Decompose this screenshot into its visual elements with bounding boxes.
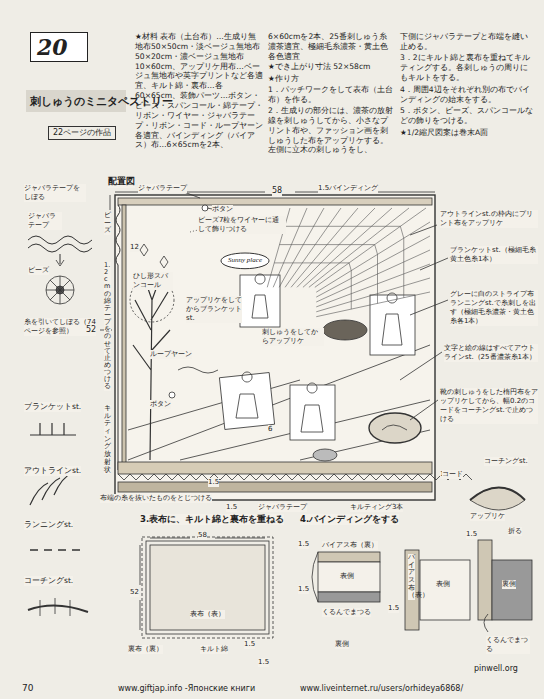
annotation: ボタン — [212, 205, 233, 214]
annotation: ランニングst. — [24, 520, 73, 530]
annotation: コーチングst. — [24, 576, 73, 586]
annotation: キルト綿 — [200, 645, 228, 654]
annotation: 58 — [198, 531, 207, 540]
annotation: ビーズ — [104, 212, 111, 235]
annotation: 裏側 — [502, 580, 516, 589]
annotation: 1.5バインディング — [318, 184, 378, 193]
annotation: 1.2cmの綿テープをのせて止めつける — [104, 262, 111, 391]
annotation: 1.5 — [226, 503, 237, 512]
annotation: コード — [442, 470, 463, 479]
page-footer: pinwell.org — [474, 664, 518, 674]
annotation: ビーズ — [28, 266, 49, 275]
annotation: キルティング3本 — [350, 503, 403, 512]
label-oval: Sunny place — [220, 252, 270, 270]
materials-text: ★材料 表布（土台布）…生成り無地布50×50cm・淡ベージュ無地布50×20c… — [135, 32, 263, 150]
step-text: 4．周囲4辺をそれぞれ別の布でバインディングの始末をする。 — [400, 85, 535, 105]
annotation: ジャバラテープ — [258, 503, 307, 512]
annotation: ジャバラテープ — [138, 184, 187, 193]
annotation: ボタン — [150, 400, 171, 409]
annotation: くるんでまつる — [322, 608, 371, 617]
annotation: 1.5 — [244, 640, 255, 649]
page-footer: www.liveinternet.ru/users/orhideya6868/ — [300, 684, 463, 694]
annotation: 1.5 — [208, 478, 219, 487]
node-text: Sunny place — [228, 257, 262, 265]
annotation: アップリケ — [470, 512, 505, 521]
annotation: 1.5 — [298, 540, 309, 549]
step-text: 下側にジャバラテープと布端を縫い止める。 — [400, 32, 535, 52]
annotation: ジャバラテープをしぼる — [24, 184, 86, 202]
annotation: バイアス布（表） — [408, 554, 415, 600]
annotation: 表側 — [436, 580, 450, 589]
annotation: ひし形スパンコール — [133, 272, 173, 290]
annotation: 布端の糸を抜いたものをとじつける — [100, 494, 212, 503]
step-text: 1．パッチワークをして表布（土台布）を作る。 — [268, 85, 393, 105]
page-footer: www.giftjap.info -Японские книги — [118, 684, 255, 694]
page-footer: 70 — [22, 683, 33, 695]
annotation: 裏布（裏） — [128, 645, 163, 654]
node-text: 20 — [37, 35, 81, 59]
page-footer: 22ページの作品 — [48, 126, 116, 140]
annotation: アップリケをしてからブランケットst. — [186, 296, 242, 323]
annotation: グレーに白のストライプ布ランニングst.で糸刺しを出す（極細毛糸濃茶・黄土色糸各… — [450, 290, 538, 326]
annotation: ブランケットst.（極細毛糸 黄土色糸1本） — [450, 246, 538, 264]
annotation: アウトラインst. — [24, 466, 81, 476]
annotation: 4.バインディングをする — [300, 514, 399, 525]
annotation: 3.表布に、キルト綿と裏布を重ねる — [140, 514, 284, 525]
annotation: 表側 — [340, 572, 354, 581]
annotation: ブランケットst. — [24, 402, 81, 412]
annotation: ループヤーン — [150, 350, 192, 359]
method-heading: ★作り方 — [268, 74, 393, 84]
step-text: 5．ボタン、ビーズ、スパンコールなどの飾りをつける。 — [400, 106, 535, 126]
annotation: くるんでまつる — [486, 636, 530, 654]
annotation: 6 — [268, 425, 272, 434]
annotation: 1.5 — [388, 604, 399, 613]
step-text: 2．生成りの部分には、濃茶の放射線を刺しゅうしてから、小さなプリント布や、ファッ… — [268, 106, 393, 155]
finished-size: ★でき上がり寸法 52×58cm — [268, 62, 393, 72]
annotation: 12 — [130, 243, 139, 252]
number-box: 20 — [30, 32, 88, 62]
annotation: キルティング放射状 — [104, 405, 111, 474]
annotation: ビーズ7粒をワイヤーに通して飾りつける — [198, 216, 286, 234]
annotation: 1.5 — [466, 530, 477, 539]
materials-text: 6×60cmを2本、25番刺しゅう糸濃茶適宜、極細毛糸濃茶・黄土色各色適宜 — [268, 32, 393, 62]
annotation: 1.5 — [298, 585, 309, 594]
annotation: 1.5 — [258, 658, 269, 667]
annotation: 裏側 — [335, 640, 349, 649]
note: ★1/2縮尺図案は巻末A面 — [400, 128, 535, 138]
annotation: 靴の刺しゅうをした楕円布をアップリケしてから、幅0.2のコードをコーチングst.… — [440, 388, 538, 424]
annotation: 58 — [272, 186, 282, 196]
annotation: 折る — [508, 527, 522, 536]
annotation: 文字と絵の線はすべてアウトラインst.（25番濃茶糸1本） — [444, 344, 538, 362]
annotation: 表布（表） — [190, 610, 225, 619]
annotation: 52 — [86, 325, 96, 335]
annotation: 刺しゅうをしてからアップリケ — [262, 328, 324, 346]
annotation: 52 — [130, 588, 139, 597]
step-text: 3．2にキルト綿と裏布を重ねてキルティングする。各刺しゅうの周りにもキルトをする… — [400, 53, 535, 83]
annotation: 配置図 — [108, 176, 135, 188]
annotation: ジャバラテープ — [28, 212, 62, 230]
annotation: コーチングst. — [484, 457, 528, 466]
annotation: バイアス布（裏） — [322, 541, 378, 550]
annotation: アウトラインst.の枠内にプリント布をアップリケ — [440, 210, 538, 228]
